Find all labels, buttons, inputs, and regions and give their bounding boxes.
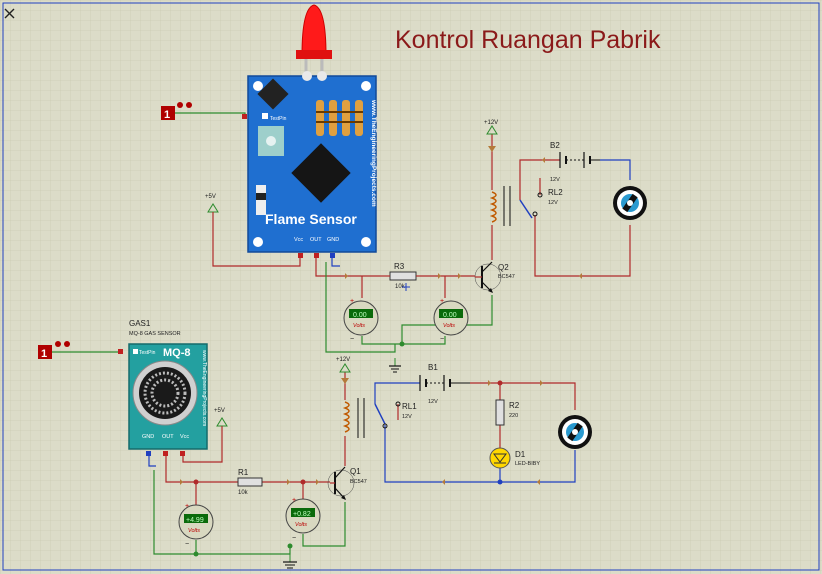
close-icon[interactable] (4, 8, 15, 19)
resistor-r2[interactable]: R2 220 (495, 399, 520, 426)
voltmeter-4-reading: +0.82 (293, 511, 311, 518)
relay-rl1[interactable]: RL1 12V (342, 398, 417, 438)
transistor-q2[interactable]: Q2 BC547 (474, 261, 515, 293)
voltmeter-4-unit: Volts (295, 522, 307, 528)
svg-text:−: − (185, 541, 189, 548)
battery-b1[interactable]: B1 12V (419, 363, 470, 405)
svg-text:−: − (292, 535, 296, 542)
voltmeter-3[interactable]: +4.99 Volts + − (178, 503, 214, 548)
flame-pin-vcc: Vcc (294, 237, 303, 243)
flame-sensor-board[interactable]: TestPin Flame Sensor www.TheEngineeringP… (247, 71, 377, 258)
gas-sensor-label: MQ-8 (163, 347, 191, 359)
svg-text:B1: B1 (428, 363, 438, 372)
gas-pin-vcc: Vcc (180, 434, 189, 440)
voltmeter-3-reading: +4.99 (186, 517, 204, 524)
svg-text:12V: 12V (402, 414, 412, 420)
svg-text:R2: R2 (509, 401, 520, 410)
svg-text:−: − (440, 336, 444, 343)
resistor-r3[interactable]: R3 10k (380, 262, 420, 291)
power-12v-top: +12V (484, 120, 498, 135)
svg-text:12V: 12V (548, 200, 558, 206)
svg-text:+: + (292, 497, 296, 504)
resistor-r1[interactable]: R1 10k (237, 468, 263, 496)
motor-top-icon[interactable] (613, 186, 647, 220)
svg-text:RL1: RL1 (402, 402, 417, 411)
svg-text:+: + (440, 298, 444, 305)
transistor-q1[interactable]: Q1 BC547 (327, 466, 367, 500)
svg-text:LED-BIBY: LED-BIBY (515, 461, 540, 467)
flame-test-pin-label: TestPin (270, 116, 287, 122)
svg-text:R3: R3 (394, 262, 405, 271)
gas-sensor-model: MQ-8 GAS SENSOR (129, 331, 181, 337)
logic-input-bottom[interactable]: 1 (38, 341, 123, 360)
voltmeter-4[interactable]: +0.82 Volts + − (285, 497, 321, 542)
svg-text:+12V: +12V (336, 357, 350, 363)
svg-text:RL2: RL2 (548, 188, 563, 197)
svg-text:Q2: Q2 (498, 263, 509, 272)
power-12v-bottom: +12V (336, 357, 351, 373)
motor-bottom-icon[interactable] (558, 415, 592, 449)
svg-text:220: 220 (509, 413, 518, 419)
flame-pin-out: OUT (310, 237, 322, 243)
voltmeter-1-reading: 0.00 (353, 312, 367, 319)
svg-text:D1: D1 (515, 450, 526, 459)
logic-input-top[interactable]: 1 (161, 102, 247, 121)
flame-pin-gnd: GND (327, 237, 339, 243)
svg-text:+5V: +5V (214, 408, 225, 414)
led-d1-icon[interactable]: D1 LED-BIBY (489, 447, 540, 469)
svg-text:R1: R1 (238, 468, 249, 477)
page-title: Kontrol Ruangan Pabrik (395, 26, 661, 54)
gas-sensor-website: www.TheEngineeringProjects.com (201, 350, 207, 426)
svg-text:Q1: Q1 (350, 467, 361, 476)
svg-text:+12V: +12V (484, 120, 498, 126)
ground-bottom-icon (283, 554, 297, 569)
flame-sensor-website: www.TheEngineeringProjects.com (370, 99, 377, 207)
flame-sensor-label: Flame Sensor (265, 211, 357, 227)
gas-pin-out: OUT (162, 434, 174, 440)
svg-text:1: 1 (164, 109, 170, 121)
svg-text:12V: 12V (428, 399, 438, 405)
flame-led-icon (296, 4, 332, 80)
relay-rl2[interactable]: RL2 12V (489, 186, 563, 226)
battery-b2[interactable]: B2 12V (550, 141, 600, 183)
svg-text:10k: 10k (238, 490, 249, 496)
svg-text:12V: 12V (550, 177, 560, 183)
svg-text:+: + (185, 503, 189, 510)
voltmeter-2[interactable]: 0.00 Volts + − (433, 298, 469, 343)
svg-text:−: − (350, 336, 354, 343)
svg-text:B2: B2 (550, 141, 560, 150)
voltmeter-1[interactable]: 0.00 Volts + − (343, 298, 379, 343)
svg-text:10k: 10k (395, 284, 406, 290)
svg-text:BC547: BC547 (350, 479, 367, 485)
ground-top-icon (389, 358, 401, 373)
voltmeter-2-reading: 0.00 (443, 312, 457, 319)
voltmeter-3-unit: Volts (188, 528, 200, 534)
voltmeter-2-unit: Volts (443, 323, 455, 329)
svg-text:BC547: BC547 (498, 274, 515, 280)
voltmeter-1-unit: Volts (353, 323, 365, 329)
gas-test-pin-label: TestPin (139, 350, 156, 356)
svg-text:+: + (350, 298, 354, 305)
gas-sensor-board[interactable]: TestPin MQ-8 www.TheEngineeringProjects.… (128, 343, 208, 456)
gas-pin-gnd: GND (142, 434, 154, 440)
svg-text:1: 1 (41, 348, 47, 360)
svg-text:+5V: +5V (205, 194, 216, 200)
gas-sensor-ref: GAS1 (129, 319, 151, 328)
